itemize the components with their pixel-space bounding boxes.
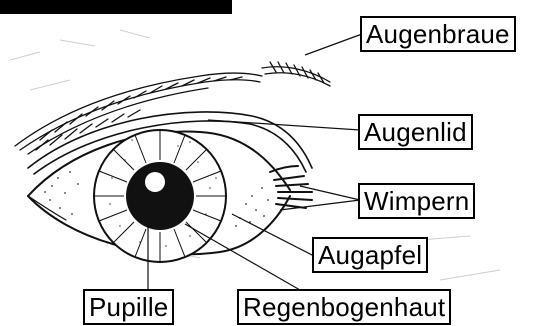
eyebrow-tail [262,62,330,86]
label-regenbogenhaut: Regenbogenhaut [237,289,451,325]
label-augenbraue: Augenbraue [360,16,516,52]
pupil [126,162,194,230]
label-augapfel: Augapfel [312,237,428,273]
label-pupille: Pupille [83,289,174,325]
label-wimpern: Wimpern [358,183,475,219]
label-augenlid: Augenlid [358,114,473,150]
